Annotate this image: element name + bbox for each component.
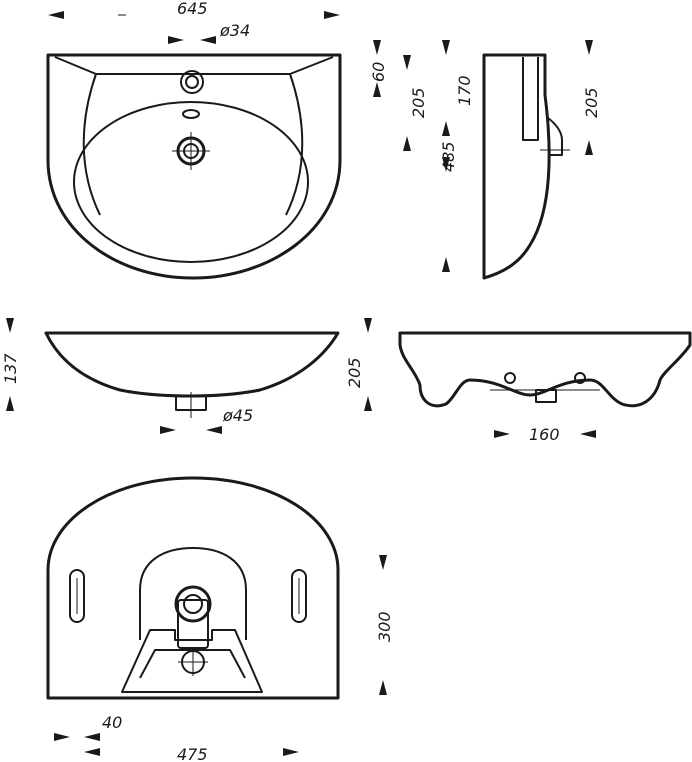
dim-label-160: 160	[529, 425, 560, 444]
tap-hole-outer	[180, 70, 204, 94]
dim-side-upper: 170	[442, 40, 474, 136]
dim-label-205-right: 205	[582, 87, 601, 118]
dim-front-height-b: 205	[345, 318, 372, 411]
arrow-right-icon	[324, 11, 340, 19]
arrow-up-icon	[403, 136, 411, 151]
side-view-outlet	[547, 117, 563, 156]
dim-depth: 485	[439, 141, 458, 272]
arrow-down-icon	[585, 40, 593, 55]
arrow-up-icon	[379, 680, 387, 695]
top-view-outline	[46, 53, 342, 280]
arrow-down-icon	[373, 40, 381, 55]
dim-label-485: 485	[439, 141, 458, 172]
dim-edge-offset: 40	[54, 713, 122, 741]
arrow-left-icon	[580, 430, 596, 438]
front-view-outline	[44, 331, 340, 398]
back-view	[398, 331, 692, 408]
arrow-up-icon	[6, 396, 14, 411]
bracket-slot-right	[291, 569, 307, 623]
dim-label-60: 60	[369, 62, 388, 82]
overflow-hole	[182, 109, 200, 119]
top-view-inner-rim	[54, 56, 334, 75]
dim-mounting-width: 475	[84, 745, 299, 762]
arrow-down-icon	[379, 555, 387, 570]
tap-hole-inner	[185, 75, 199, 89]
arrow-down-icon	[442, 40, 450, 55]
arrow-down-icon	[442, 157, 450, 172]
dim-label-137: 137	[1, 353, 20, 384]
dim-label-205a: 205	[409, 87, 428, 118]
front-view	[44, 331, 340, 418]
arrow-up-icon	[585, 140, 593, 155]
top-view-bowl	[73, 101, 309, 263]
arrow-right-icon	[168, 36, 184, 44]
top-view	[46, 53, 342, 280]
fixing-hole-right	[574, 372, 586, 384]
rear-view-pedestal-arch	[139, 547, 247, 640]
arrow-up-icon	[442, 121, 450, 136]
side-view	[482, 53, 570, 280]
arrow-left-icon	[84, 748, 100, 756]
dim-front-height-a: 205	[403, 55, 428, 151]
arrow-right-icon	[54, 733, 70, 741]
dim-bowl-height: 137	[1, 318, 20, 411]
dim-label-40: 40	[102, 713, 122, 732]
arrow-down-icon	[364, 318, 372, 333]
arrow-right-icon	[494, 430, 510, 438]
rear-view-trap	[121, 629, 263, 693]
arrow-right-icon	[160, 426, 176, 434]
back-view-outline	[398, 331, 692, 408]
dim-label-645: 645	[177, 0, 208, 18]
top-view-rim-right	[285, 73, 304, 216]
arrow-left-icon	[48, 11, 64, 19]
arrow-up-icon	[373, 82, 381, 97]
rear-view-outline	[46, 476, 340, 700]
dim-side-height-right: 205	[582, 40, 601, 155]
rear-view-outlet-inner	[183, 594, 203, 614]
top-view-rim-left	[82, 73, 101, 216]
arrow-down-icon	[6, 318, 14, 333]
arrow-down-icon	[403, 55, 411, 70]
dim-label-45: ø45	[222, 406, 253, 425]
dim-label-475: 475	[177, 745, 208, 762]
side-view-inner	[522, 57, 539, 141]
dim-waste-spacing: 160	[494, 425, 596, 444]
dim-tap-hole: ø34	[168, 21, 250, 44]
dim-label-170: 170	[455, 75, 474, 106]
rear-view	[46, 476, 340, 700]
dim-label-205b: 205	[345, 357, 364, 388]
arrow-left-icon	[200, 36, 216, 44]
dim-waste-hole: ø45	[160, 406, 253, 434]
side-view-outline	[482, 53, 551, 280]
dim-width-total: 645	[48, 0, 340, 19]
fixing-hole-left	[504, 372, 516, 384]
bracket-slot-left	[69, 569, 85, 623]
dim-rim-height: 60	[369, 40, 388, 97]
dim-label-tap: ø34	[219, 21, 250, 40]
dim-label-300: 300	[375, 611, 394, 642]
dim-mounting-height: 300	[375, 555, 394, 695]
arrow-up-icon	[364, 396, 372, 411]
arrow-left-icon	[206, 426, 222, 434]
arrow-right-icon	[283, 748, 299, 756]
arrow-up-icon	[442, 257, 450, 272]
rear-view-outlet-outer	[174, 585, 212, 623]
arrow-left-icon	[84, 733, 100, 741]
